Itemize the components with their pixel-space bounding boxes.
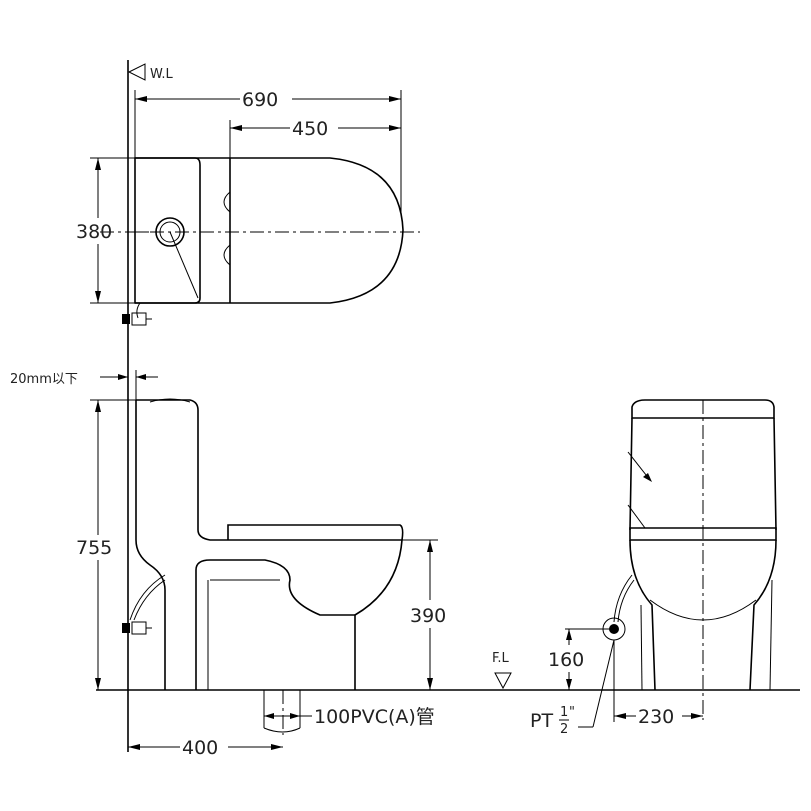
side-view (122, 398, 404, 690)
tank-top (134, 157, 201, 304)
svg-text:2: 2 (560, 722, 568, 737)
tank-lid-front (631, 399, 775, 419)
floor-level-marker: F.L (492, 651, 512, 690)
dim-overall-length: 690 (242, 89, 278, 111)
svg-text:PT: PT (530, 710, 553, 732)
svg-text:1: 1 (560, 705, 568, 720)
dim-bowl-length: 450 (292, 118, 328, 140)
pipe-label: 100PVC(A)管 (314, 706, 435, 728)
top-view (100, 157, 420, 326)
supply-valve-side (122, 623, 130, 633)
dim-seat-height: 390 (410, 605, 446, 627)
dim-supply-offset: 230 (638, 706, 674, 728)
supply-thread-label: PT 1 2 " (530, 705, 575, 737)
dim-width: 380 (76, 221, 112, 243)
drain-pipe: 100PVC(A)管 (263, 690, 435, 735)
tank-to-wall-limit: 20mm以下 (10, 372, 78, 387)
water-level-marker: W.L (127, 63, 173, 82)
floor-level-label: F.L (492, 651, 510, 666)
seat-lid (227, 524, 404, 541)
water-level-label: W.L (150, 67, 173, 82)
bowl-outline-top (135, 157, 404, 304)
supply-valve-top (122, 314, 130, 324)
dim-height: 755 (76, 537, 112, 559)
tank-side (135, 400, 166, 690)
front-view (602, 399, 777, 720)
side-body-outline (136, 399, 403, 690)
svg-text:": " (569, 705, 575, 720)
dim-supply-height: 160 (548, 649, 584, 671)
dim-rough-in: 400 (182, 737, 218, 759)
